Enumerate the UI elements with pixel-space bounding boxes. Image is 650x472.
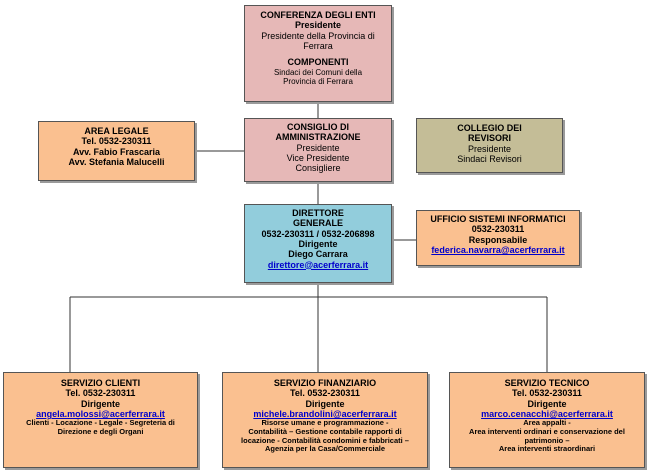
- servizio-clienti-box: SERVIZIO CLIENTI Tel. 0532-230311 Dirige…: [3, 372, 198, 468]
- consiglio-title-1: CONSIGLIO DI: [286, 122, 349, 132]
- tecnico-email-link[interactable]: marco.cenacchi@acerferrara.it: [481, 409, 613, 420]
- direttore-role: Dirigente: [298, 239, 338, 250]
- consiglio-member-1: Presidente: [296, 142, 340, 153]
- finanziario-role: Dirigente: [305, 398, 345, 409]
- servizio-tecnico-box: SERVIZIO TECNICO Tel. 0532-230311 Dirige…: [449, 372, 645, 468]
- servizio-finanziario-box: SERVIZIO FINANZIARIO Tel. 0532-230311 Di…: [222, 372, 428, 468]
- area-legale-person-2: Avv. Stefania Malucelli: [68, 157, 165, 168]
- ufficio-email-link[interactable]: federica.navarra@acerferrara.it: [431, 245, 565, 256]
- consiglio-member-2: Vice Presidente: [286, 153, 350, 164]
- direttore-title-2: GENERALE: [292, 218, 343, 229]
- collegio-title-1: COLLEGIO DEI: [457, 123, 522, 133]
- finanziario-desc-4: Agenzia per la Casa/Commerciale: [264, 444, 386, 454]
- finanziario-desc-1: Risorse umane e programmazione -: [261, 418, 389, 428]
- collegio-member-1: Presidente: [467, 143, 512, 154]
- ufficio-role: Responsabile: [468, 234, 528, 245]
- componenti-title: COMPONENTI: [287, 57, 349, 68]
- consiglio-member-3: Consigliere: [295, 163, 341, 174]
- clienti-desc-2: Direzione e degli Organi: [57, 427, 144, 436]
- consiglio-amministrazione-box: CONSIGLIO DI AMMINISTRAZIONE Presidente …: [244, 118, 392, 182]
- direttore-email-link[interactable]: direttore@acerferrara.it: [267, 259, 369, 270]
- tecnico-desc-3: patrimonio –: [524, 435, 570, 445]
- collegio-revisori-box: COLLEGIO DEI REVISORI Presidente Sindaci…: [416, 118, 563, 173]
- clienti-tel: Tel. 0532-230311: [65, 388, 136, 399]
- tecnico-desc-2: Area interventi ordinari e conservazione…: [469, 427, 625, 436]
- ufficio-sistemi-box: UFFICIO SISTEMI INFORMATICI 0532-230311 …: [416, 210, 580, 266]
- finanziario-title: SERVIZIO FINANZIARIO: [273, 378, 377, 388]
- consiglio-title-2: AMMINISTRAZIONE: [275, 132, 361, 143]
- tecnico-role: Dirigente: [527, 398, 567, 409]
- conferenza-role: Presidente: [294, 20, 342, 31]
- area-legale-title: AREA LEGALE: [84, 126, 149, 136]
- direttore-title-1: DIRETTORE: [292, 208, 344, 218]
- tecnico-tel: Tel. 0532-230311: [512, 388, 582, 399]
- clienti-role: Dirigente: [80, 398, 120, 409]
- area-legale-box: AREA LEGALE Tel. 0532-230311 Avv. Fabio …: [38, 121, 195, 181]
- tecnico-desc-4: Area interventi straordinari: [498, 444, 596, 454]
- ufficio-title: UFFICIO SISTEMI INFORMATICI: [430, 214, 566, 224]
- clienti-email-link[interactable]: angela.molossi@acerferrara.it: [36, 409, 165, 420]
- collegio-member-2: Sindaci Revisori: [457, 154, 522, 165]
- conferenza-desc: Presidente della Provincia di Ferrara: [261, 30, 375, 52]
- componenti-desc: Sindaci dei Comuni della Provincia di Fe…: [273, 67, 363, 86]
- conferenza-title: CONFERENZA DEGLI ENTI: [260, 10, 376, 20]
- finanziario-email-link[interactable]: michele.brandolini@acerferrara.it: [253, 409, 397, 420]
- conferenza-enti-box: CONFERENZA DEGLI ENTI Presidente Preside…: [244, 5, 392, 102]
- direttore-generale-box: DIRETTORE GENERALE 0532-230311 / 0532-20…: [244, 204, 392, 283]
- ufficio-tel: 0532-230311: [471, 224, 525, 235]
- clienti-desc-1: Clienti - Locazione - Legale - Segreteri…: [26, 418, 175, 428]
- tecnico-title: SERVIZIO TECNICO: [504, 378, 590, 388]
- direttore-name: Diego Carrara: [288, 249, 348, 260]
- area-legale-tel: Tel. 0532-230311: [81, 136, 152, 147]
- direttore-tel: 0532-230311 / 0532-206898: [261, 228, 375, 239]
- collegio-title-2: REVISORI: [467, 133, 511, 144]
- finanziario-desc-2: Contabilità – Gestione contabile rapport…: [248, 427, 402, 436]
- clienti-title: SERVIZIO CLIENTI: [60, 378, 141, 388]
- area-legale-person-1: Avv. Fabio Frascaria: [72, 146, 161, 157]
- finanziario-desc-3: locazione - Contabilità condomini e fabb…: [241, 435, 409, 445]
- finanziario-tel: Tel. 0532-230311: [290, 388, 360, 399]
- tecnico-desc-1: Area appalti -: [523, 418, 571, 428]
